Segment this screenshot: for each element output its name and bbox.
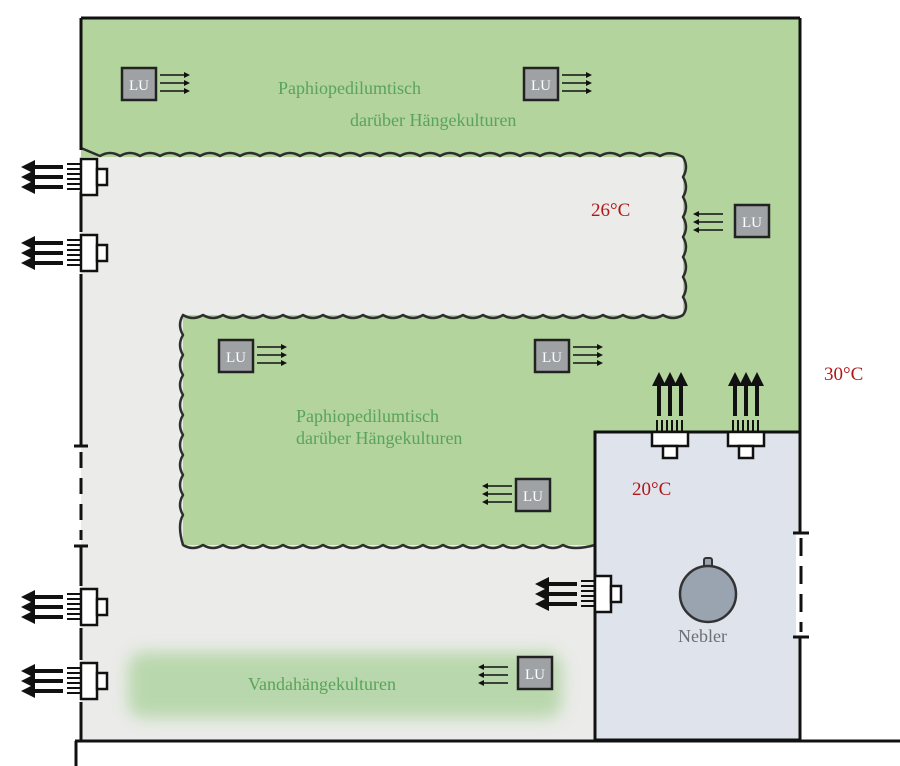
fogger-label: Nebler [678,626,727,646]
mid-table-label-line1: Paphiopedilumtisch [296,406,439,426]
mid-table-label-line2: darüber Hängekulturen [296,428,463,448]
top-table-label-line2: darüber Hängekulturen [350,110,517,130]
exhaust-fan-icon [726,370,766,460]
airflow-arrows-icon [692,210,724,234]
exhaust-fan-icon [19,233,109,273]
door-right [796,532,806,638]
exhaust-fan-icon [19,157,109,197]
air-unit-icon [733,203,771,239]
top-table-label-line1: Paphiopedilumtisch [278,78,421,98]
exhaust-fan-icon [19,661,109,701]
airflow-arrows-icon [481,482,513,506]
fogger-icon [678,564,738,624]
air-unit-icon [533,338,571,374]
airflow-arrows-icon [256,343,288,367]
air-unit-icon [120,66,158,102]
exhaust-fan-icon [650,370,690,460]
exhaust-fan-icon [19,587,109,627]
table-zone [81,18,800,545]
air-unit-icon [217,338,255,374]
airflow-arrows-icon [561,71,593,95]
air-unit-icon [522,66,560,102]
airflow-arrows-icon [159,71,191,95]
temp-room: 20°C [632,479,672,500]
airflow-arrows-icon [477,663,509,687]
planting-edge [80,146,688,550]
temp-aisle: 26°C [591,200,631,221]
vanda-label: Vandahängekulturen [248,674,396,694]
air-unit-icon [516,655,554,691]
air-unit-icon [514,477,552,513]
vanda-area [128,652,562,718]
airflow-arrows-icon [572,343,604,367]
temp-outside: 30°C [824,364,864,385]
